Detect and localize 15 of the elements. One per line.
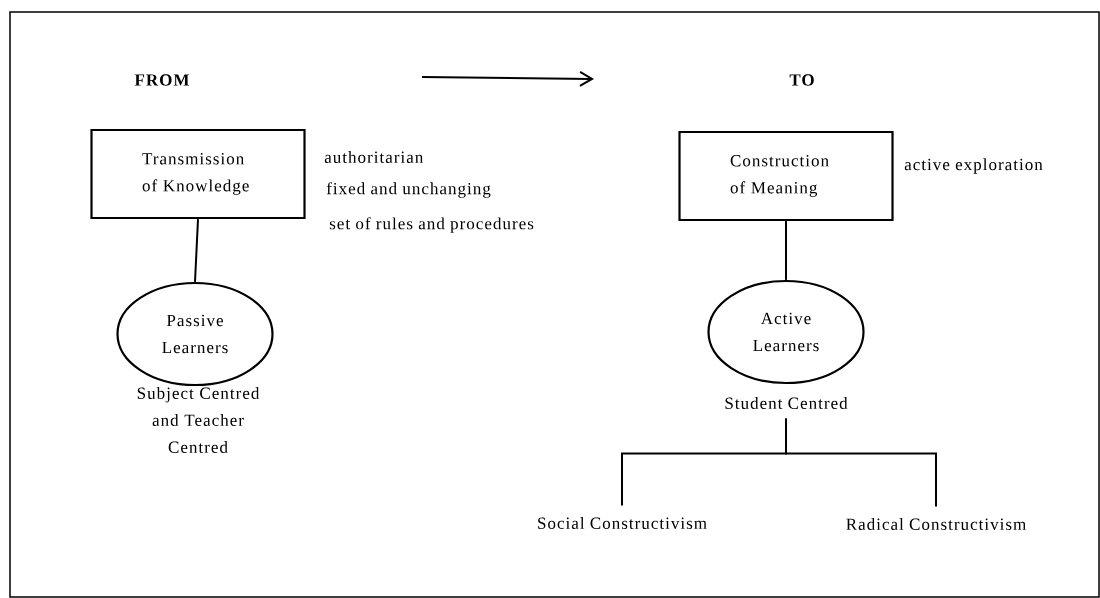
heading: TO: [789, 74, 814, 86]
side-note: authoritarian: [324, 151, 424, 163]
branch-label: Social Constructivism: [538, 517, 707, 529]
side-note: active exploration: [904, 158, 1043, 174]
heading: FROM: [134, 74, 189, 86]
side-note: set of rules and procedures: [329, 217, 534, 233]
branch-label: Radical Constructivism: [846, 518, 1026, 530]
concept-box: Transmission of Knowledge: [90, 128, 306, 220]
concept-box: Construction of Meaning: [678, 130, 894, 222]
connector: [785, 417, 937, 508]
connector: [785, 220, 787, 281]
branch-label: Student Centred: [725, 397, 848, 409]
connector: [194, 218, 199, 283]
side-note: Subject Centred and Teacher Centred: [137, 387, 260, 453]
side-note: fixed and unchanging: [326, 182, 491, 198]
